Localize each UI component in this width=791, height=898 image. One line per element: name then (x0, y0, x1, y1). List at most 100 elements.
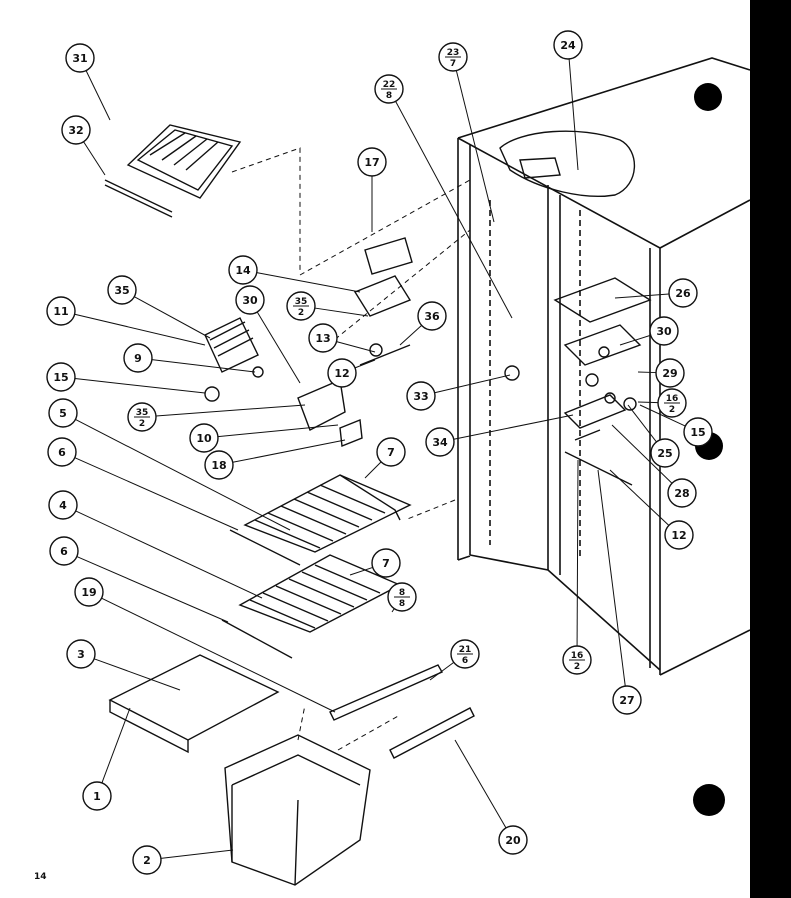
callout-quantity: 2 (574, 662, 580, 672)
callout-circle (132, 845, 162, 875)
callout-part-number: 6 (58, 446, 66, 459)
callout-part-number: 27 (619, 694, 634, 707)
callout-part-number: 11 (53, 305, 68, 318)
shelf-upper (229, 474, 412, 566)
callout-part-number: 7 (387, 446, 395, 459)
callout-part-number: 30 (656, 325, 672, 338)
callout-circle (683, 417, 713, 447)
callout-circle (371, 548, 401, 578)
assembly-dashes (231, 147, 471, 751)
callout-quantity: 8 (399, 599, 405, 609)
leader-line (74, 457, 239, 531)
registration-dot (693, 784, 725, 816)
leader-line (85, 70, 111, 121)
leader-line (217, 424, 339, 438)
callout-part-number: 8 (399, 588, 405, 598)
callout-circle (612, 685, 642, 715)
callout-part-number: 32 (68, 124, 83, 137)
callout-part-number: 5 (59, 407, 67, 420)
callout-circle (649, 316, 679, 346)
callout-part-number: 22 (383, 80, 396, 90)
callout-part-number: 35 (136, 408, 149, 418)
callout-circle (498, 825, 528, 855)
leader-line (611, 424, 673, 484)
registration-dot (694, 83, 722, 111)
callout-part-number: 21 (459, 645, 472, 655)
leader-line (453, 414, 574, 440)
leader-line (568, 58, 579, 171)
leader-line (74, 378, 206, 394)
leader-line (627, 404, 657, 443)
callout-circle (667, 478, 697, 508)
leader-line (395, 101, 513, 319)
callout-part-number: 30 (242, 294, 258, 307)
light-assembly (204, 237, 413, 447)
leader-line (155, 404, 306, 417)
callout-circle (664, 520, 694, 550)
callout-circle (308, 323, 338, 353)
callout-part-number: 17 (364, 156, 379, 169)
callout-circle (417, 301, 447, 331)
callout-part-number: 19 (81, 586, 96, 599)
callout-circle (48, 398, 78, 428)
callout-circle (553, 30, 583, 60)
leader-line (151, 359, 256, 373)
callout-quantity: 7 (450, 59, 456, 69)
callout-part-number: 14 (235, 264, 251, 277)
leader-line (609, 469, 670, 526)
callout-circle (327, 358, 357, 388)
callout-circle (123, 343, 153, 373)
callout-part-number: 6 (60, 545, 68, 558)
callout-part-number: 28 (674, 487, 689, 500)
callout-part-number: 18 (211, 459, 226, 472)
callout-part-number: 23 (447, 48, 460, 58)
callout-part-number: 34 (432, 436, 448, 449)
callout-circle (650, 438, 680, 468)
callout-circle (235, 285, 265, 315)
callout-part-number: 10 (196, 432, 212, 445)
callout-part-number: 25 (657, 447, 672, 460)
leader-line (76, 556, 229, 623)
callout-circle (189, 423, 219, 453)
callout-part-number: 1 (93, 790, 101, 803)
leader-line (619, 334, 651, 346)
callout-part-number: 7 (382, 557, 390, 570)
leader-line (597, 469, 626, 687)
callout-part-number: 12 (334, 367, 349, 380)
callout-part-number: 2 (143, 854, 151, 867)
leader-lines (74, 58, 686, 859)
crisper-cover (108, 654, 280, 754)
callout-quantity: 6 (462, 656, 468, 666)
cabinet (457, 57, 751, 676)
callout-circle (49, 536, 79, 566)
callout-part-number: 9 (134, 352, 142, 365)
callout-part-number: 16 (571, 651, 584, 661)
slides (329, 664, 475, 759)
callout-quantity: 2 (669, 405, 675, 415)
callout-circle (48, 490, 78, 520)
shelf-lower (221, 554, 402, 659)
callout-circle (82, 781, 112, 811)
crisper-pan (224, 734, 371, 886)
callout-quantity: 8 (386, 91, 392, 101)
callout-part-number: 29 (662, 367, 677, 380)
callout-circle (357, 147, 387, 177)
callout-circle (47, 437, 77, 467)
callout-circle (46, 296, 76, 326)
leader-line (637, 401, 659, 404)
leader-line (256, 311, 301, 384)
callout-circle (107, 275, 137, 305)
leader-line (314, 307, 369, 317)
callout-part-number: 20 (505, 834, 521, 847)
leader-line (639, 404, 686, 427)
leader-line (75, 418, 291, 531)
page-edge-bar (750, 0, 791, 898)
callout-circle (668, 278, 698, 308)
callout-part-number: 4 (59, 499, 67, 512)
leader-line (576, 459, 579, 647)
leader-line (364, 461, 382, 479)
right-components (504, 277, 652, 486)
callout-quantity: 2 (298, 308, 304, 318)
callout-part-number: 26 (675, 287, 691, 300)
callout-part-number: 24 (560, 39, 576, 52)
